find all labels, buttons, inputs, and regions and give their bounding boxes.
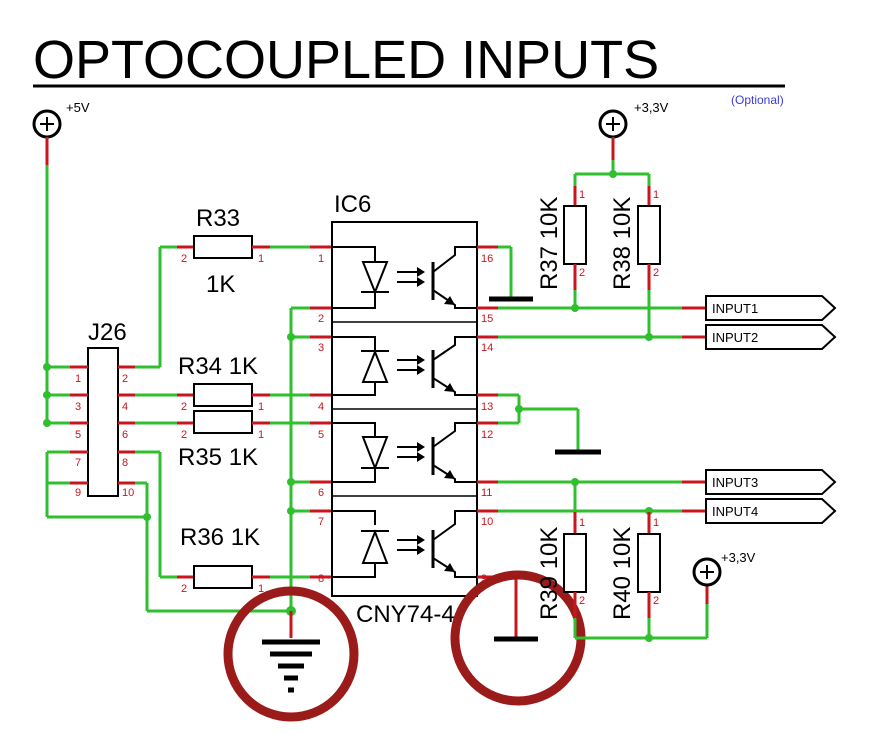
highlight-circle-left	[223, 586, 359, 722]
optocoupler-channel-4	[332, 510, 477, 578]
svg-text:R37 10K: R37 10K	[536, 197, 563, 290]
output-flag-input3: INPUT3	[705, 469, 837, 495]
svg-text:9: 9	[481, 573, 487, 585]
svg-text:1: 1	[318, 253, 324, 265]
svg-text:2: 2	[181, 401, 187, 413]
svg-text:1: 1	[258, 401, 264, 413]
svg-text:4: 4	[122, 401, 128, 413]
svg-text:10: 10	[122, 487, 134, 499]
svg-text:INPUT3: INPUT3	[712, 475, 758, 490]
plus33v-top-label: +3,3V	[634, 100, 669, 115]
svg-text:2: 2	[653, 267, 659, 279]
svg-text:16: 16	[481, 253, 493, 265]
resistor-r36: R36 1K 2 1	[177, 524, 270, 595]
resistor-r33: R33 1K 2 1	[177, 205, 270, 298]
resistor-r39: 1 2 R39 10K	[536, 482, 587, 638]
output-flag-input1: INPUT1	[705, 295, 837, 321]
svg-text:2: 2	[181, 583, 187, 595]
ground-icon	[262, 639, 320, 693]
svg-text:R39 10K: R39 10K	[536, 527, 563, 620]
svg-text:6: 6	[318, 487, 324, 499]
optocoupler-channel-1	[332, 246, 477, 309]
svg-text:7: 7	[318, 516, 324, 528]
svg-text:1: 1	[258, 429, 264, 441]
svg-text:7: 7	[75, 457, 81, 469]
svg-text:2: 2	[653, 595, 659, 607]
svg-text:2: 2	[318, 313, 324, 325]
output-flag-input2: INPUT2	[705, 324, 837, 350]
svg-text:6: 6	[122, 429, 128, 441]
svg-text:R38 10K: R38 10K	[609, 197, 636, 290]
svg-text:1: 1	[75, 373, 81, 385]
svg-text:3: 3	[75, 401, 81, 413]
ic6-part-label: CNY74-4	[356, 601, 455, 628]
svg-text:1: 1	[653, 517, 659, 529]
svg-text:13: 13	[481, 401, 493, 413]
svg-text:R33: R33	[196, 205, 240, 232]
plus5v-supply: +5V	[32, 100, 90, 139]
svg-text:2: 2	[579, 595, 585, 607]
plus5v-label: +5V	[66, 100, 90, 115]
svg-text:1: 1	[258, 253, 264, 265]
connector-j26-label: J26	[88, 319, 127, 346]
svg-text:5: 5	[75, 429, 81, 441]
resistor-r35: R35 1K 2 1	[177, 410, 270, 471]
connector-j26: J26 1 2 3 4 5 6 7 8 9 10	[75, 319, 134, 499]
resistor-r38: 1 2 R38 10K	[609, 174, 661, 337]
svg-text:R40 10K: R40 10K	[609, 527, 636, 620]
svg-text:2: 2	[579, 267, 585, 279]
svg-text:12: 12	[481, 429, 493, 441]
svg-text:R34 1K: R34 1K	[178, 353, 258, 380]
optocoupler-channel-2	[332, 336, 477, 396]
optional-note: (Optional)	[731, 93, 784, 107]
optocoupler-channel-3	[332, 422, 477, 483]
svg-text:2: 2	[122, 373, 128, 385]
svg-text:2: 2	[181, 253, 187, 265]
svg-text:5: 5	[318, 429, 324, 441]
svg-text:8: 8	[122, 457, 128, 469]
ic6-optocoupler: IC6 CNY74-4 1 2 3 4 5 6 7 8 16 15 14 13 …	[318, 191, 493, 628]
plus33v-top-supply: +3,3V	[598, 100, 669, 139]
svg-text:14: 14	[481, 342, 493, 354]
svg-text:11: 11	[481, 487, 492, 499]
svg-text:R36 1K: R36 1K	[180, 524, 260, 551]
ic6-label: IC6	[334, 191, 371, 218]
page-title: OPTOCOUPLED INPUTS	[33, 30, 659, 90]
svg-text:1: 1	[579, 189, 585, 201]
svg-text:3: 3	[318, 342, 324, 354]
svg-text:INPUT2: INPUT2	[712, 330, 758, 345]
svg-text:1: 1	[579, 517, 585, 529]
svg-text:1: 1	[258, 583, 264, 595]
svg-text:10: 10	[481, 516, 493, 528]
svg-text:INPUT4: INPUT4	[712, 504, 758, 519]
output-flag-input4: INPUT4	[705, 498, 837, 524]
plus33v-bottom-supply: +3,3V	[692, 550, 756, 587]
plus33v-bottom-label: +3,3V	[721, 550, 756, 565]
resistor-r37: 1 2 R37 10K	[536, 174, 587, 308]
svg-text:15: 15	[481, 313, 493, 325]
svg-text:2: 2	[181, 429, 187, 441]
resistor-r40: 1 2 R40 10K	[609, 511, 661, 638]
svg-text:INPUT1: INPUT1	[712, 301, 758, 316]
svg-text:4: 4	[318, 401, 324, 413]
svg-text:8: 8	[318, 573, 324, 585]
svg-text:R35 1K: R35 1K	[178, 444, 258, 471]
svg-text:1: 1	[653, 189, 659, 201]
svg-text:9: 9	[75, 487, 81, 499]
svg-text:1K: 1K	[206, 271, 235, 298]
resistor-r34: R34 1K 2 1	[177, 353, 270, 413]
